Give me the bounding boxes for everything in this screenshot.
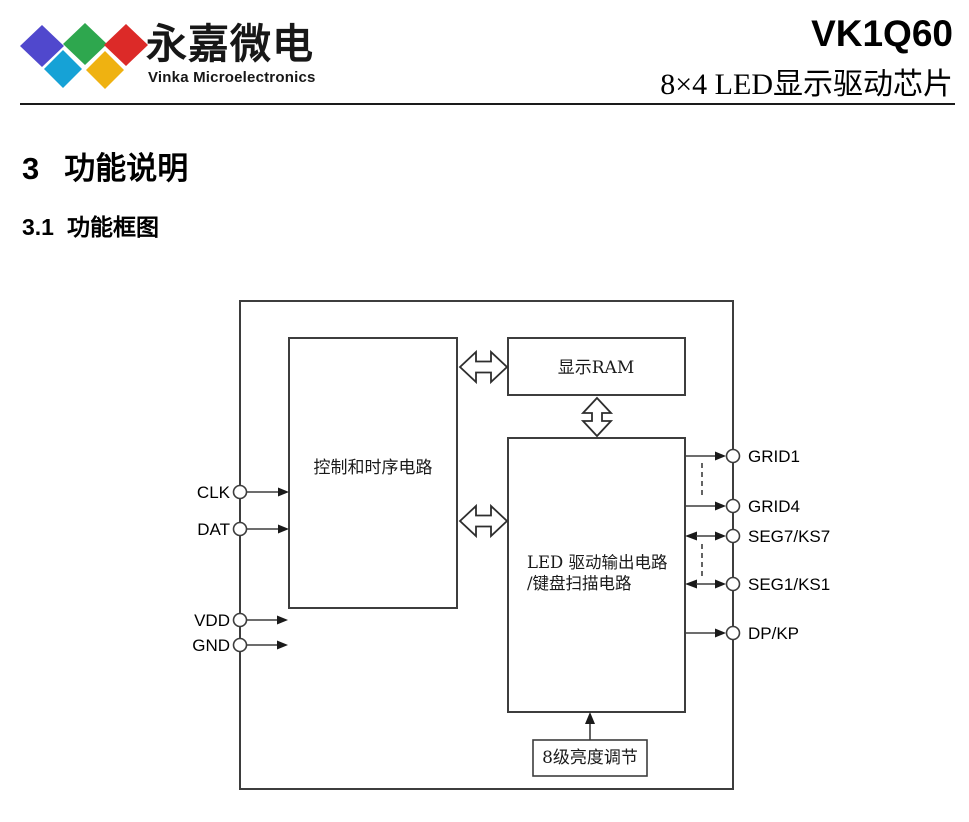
- arrow-ram-led: [580, 396, 614, 438]
- logo-diamond-cyan: [44, 50, 82, 88]
- pin-clk: CLK: [197, 483, 289, 502]
- part-number: VK1Q60: [811, 13, 953, 54]
- arrowhead-right: [278, 487, 289, 497]
- arrowhead-right: [715, 531, 726, 541]
- pin-grid1-label: GRID1: [748, 447, 800, 466]
- section-number: 3: [22, 151, 40, 186]
- pin-dat: DAT: [197, 520, 289, 539]
- pin-seg7-terminal: [725, 528, 741, 544]
- arrowhead-right: [277, 640, 288, 650]
- pin-seg7-ks7: SEG7/KS7: [685, 527, 830, 546]
- pin-vdd-label: VDD: [194, 611, 230, 630]
- pin-vdd: VDD: [194, 611, 288, 630]
- display-ram-block: [507, 337, 686, 396]
- subsection-heading: 3.1 功能框图: [22, 214, 159, 242]
- logo-diamond-green: [63, 23, 107, 65]
- pin-grid4-terminal: [725, 498, 741, 514]
- pin-seg1-terminal: [725, 576, 741, 592]
- arrowhead-right: [277, 615, 288, 625]
- logo-diamond-yellow: [86, 51, 124, 89]
- pin-grid1-terminal: [725, 448, 741, 464]
- pin-seg7-label: SEG7/KS7: [748, 527, 830, 546]
- brand-name-cn: 永嘉微电: [146, 21, 314, 67]
- pin-dp-label: DP/KP: [748, 624, 799, 643]
- pin-dp-terminal: [725, 625, 741, 641]
- arrowhead-right: [715, 501, 726, 511]
- pin-dat-label: DAT: [197, 520, 230, 539]
- pin-grid4: GRID4: [685, 497, 800, 516]
- pin-seg1-ks1: SEG1/KS1: [685, 575, 830, 594]
- pin-clk-label: CLK: [197, 483, 231, 502]
- led-driver-label-line1: LED 驱动输出电路: [527, 553, 668, 572]
- brightness-label: 8级亮度调节: [542, 748, 638, 768]
- arrowhead-right: [715, 451, 726, 461]
- brand-name-en: Vinka Microelectronics: [148, 69, 316, 86]
- logo-diamond-red: [104, 24, 148, 66]
- brightness-block: [532, 739, 648, 777]
- pin-clk-terminal: [232, 484, 248, 500]
- section-heading: 3 功能说明: [22, 150, 188, 187]
- led-driver-block: [507, 437, 686, 713]
- section-title: 功能说明: [64, 151, 189, 186]
- vinka-logo-icon: [20, 23, 148, 89]
- pin-gnd: GND: [192, 636, 288, 655]
- arrowhead-left: [685, 531, 697, 541]
- logo-diamond-blue: [20, 25, 64, 67]
- arrowhead-up: [585, 712, 595, 724]
- arrowhead-right: [715, 579, 726, 589]
- header-divider: [20, 103, 955, 105]
- pin-gnd-label: GND: [192, 636, 230, 655]
- chip-subtitle: 8×4 LED显示驱动芯片: [660, 68, 953, 102]
- arrow-brightness-led: [585, 712, 595, 740]
- subsection-title: 功能框图: [66, 214, 159, 240]
- pin-grid4-label: GRID4: [748, 497, 800, 516]
- arrow-control-led: [458, 503, 509, 539]
- control-timing-block: [288, 337, 458, 609]
- arrowhead-left: [685, 579, 697, 589]
- functional-block-diagram: 控制和时序电路 显示RAM LED 驱动输出电路 /键盘扫描电路 8级亮度调节 …: [192, 300, 830, 790]
- pin-grid1: GRID1: [685, 447, 800, 466]
- led-driver-label-line2: /键盘扫描电路: [527, 574, 632, 593]
- display-ram-label: 显示RAM: [558, 358, 634, 378]
- pin-seg1-label: SEG1/KS1: [748, 575, 830, 594]
- control-timing-label: 控制和时序电路: [314, 458, 433, 478]
- arrowhead-right: [715, 628, 726, 638]
- subsection-number: 3.1: [22, 214, 54, 240]
- arrowhead-right: [278, 524, 289, 534]
- pin-dat-terminal: [232, 521, 248, 537]
- pin-dp-kp: DP/KP: [685, 624, 799, 643]
- title-block: VK1Q60 8×4 LED显示驱动芯片: [660, 12, 953, 103]
- pin-vdd-terminal: [232, 612, 248, 628]
- arrow-control-ram: [458, 349, 509, 385]
- pin-gnd-terminal: [232, 637, 248, 653]
